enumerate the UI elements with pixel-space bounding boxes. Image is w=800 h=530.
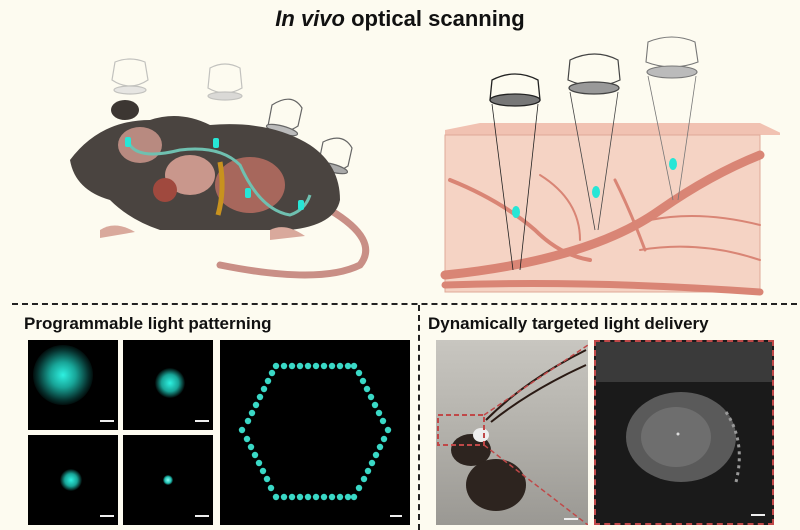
figure-title: In vivo optical scanning <box>0 6 800 32</box>
vertical-divider <box>418 305 420 530</box>
spot-panel-medium <box>123 340 213 430</box>
horizontal-divider <box>12 303 797 305</box>
spot-panel-tiny <box>123 435 213 525</box>
focal-spot-deep <box>512 206 520 218</box>
focal-spot-shallow <box>669 158 677 170</box>
scale-bar <box>100 420 114 422</box>
spot-panel-large <box>28 340 118 430</box>
tissue-scanning-illustration <box>440 36 780 296</box>
title-italic: In vivo <box>275 6 345 31</box>
cyan-marker <box>125 137 131 147</box>
hexagon-pattern-panel <box>220 340 410 525</box>
section-title-delivery: Dynamically targeted light delivery <box>428 314 709 333</box>
mouse-anatomy-illustration <box>70 58 370 279</box>
section-title-patterning: Programmable light patterning <box>24 314 272 333</box>
mouse-with-fibers-photo <box>436 340 588 525</box>
zoomed-head-grayscale-photo <box>594 340 774 525</box>
title-rest: optical scanning <box>344 6 525 31</box>
focal-spot-mid <box>592 186 600 198</box>
spot-panel-small <box>28 435 118 525</box>
